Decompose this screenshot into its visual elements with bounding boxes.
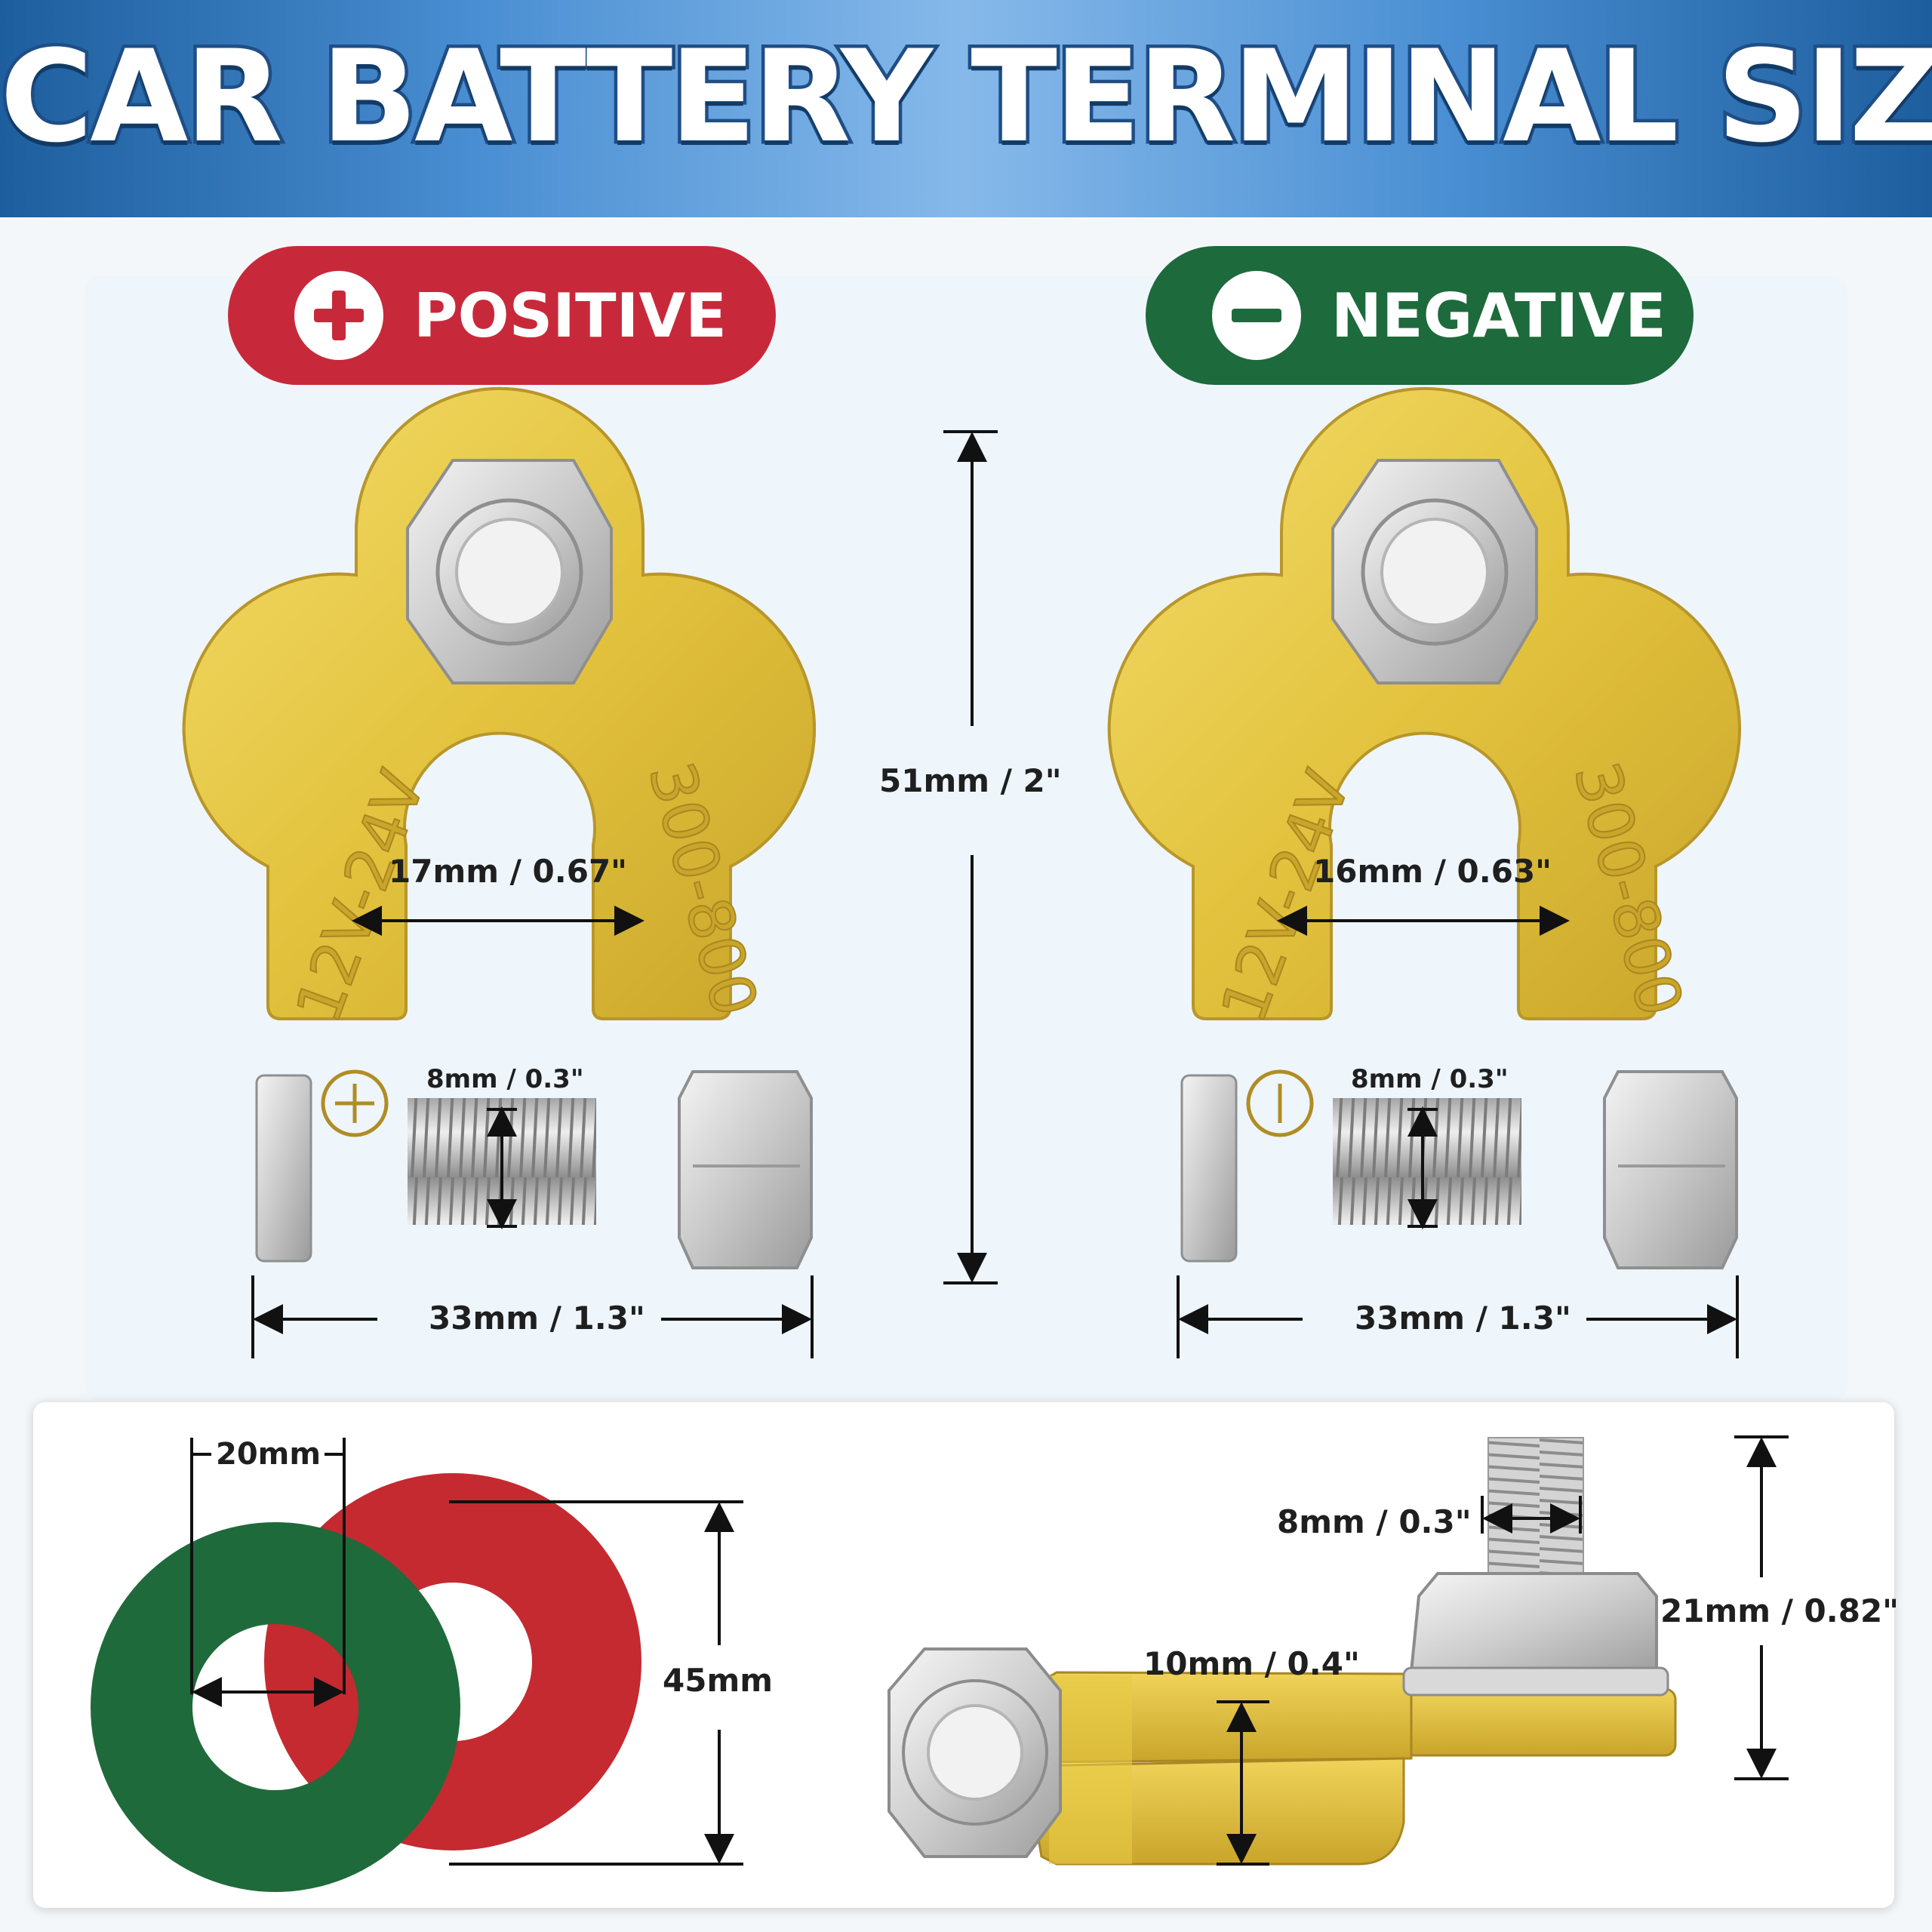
positive-width-label: 33mm / 1.3" xyxy=(429,1300,645,1337)
height-label: 51mm / 2" xyxy=(879,762,1062,799)
green-washer xyxy=(91,1522,460,1892)
negative-bolt-label: 8mm / 0.3" xyxy=(1351,1064,1509,1094)
negative-inner-diameter-label: 16mm / 0.63" xyxy=(1313,853,1552,890)
washer-inner-label: 20mm xyxy=(216,1437,321,1472)
negative-badge: NEGATIVE xyxy=(1146,246,1694,385)
page-title: CAR BATTERY TERMINAL SIZE xyxy=(0,20,1932,174)
negative-badge-label: NEGATIVE xyxy=(1331,280,1666,351)
positive-inner-diameter-label: 17mm / 0.67" xyxy=(389,853,628,890)
positive-terminal: 12V-24V 300-800 xyxy=(182,387,817,1269)
positive-badge: POSITIVE xyxy=(228,246,776,385)
dimension-lines-upper xyxy=(251,430,1739,1358)
minus-icon xyxy=(1212,271,1301,360)
stud-height-label: 21mm / 0.82" xyxy=(1660,1592,1900,1629)
thickness-label: 10mm / 0.4" xyxy=(1143,1645,1360,1682)
stud-diameter-label: 8mm / 0.3" xyxy=(1277,1503,1472,1540)
washers xyxy=(91,1473,641,1892)
dimension-lines-lower xyxy=(190,1435,1789,1866)
positive-badge-label: POSITIVE xyxy=(414,280,727,351)
negative-width-label: 33mm / 1.3" xyxy=(1355,1300,1571,1337)
washer-outer-label: 45mm xyxy=(663,1662,773,1699)
positive-bolt-label: 8mm / 0.3" xyxy=(426,1064,584,1094)
plus-icon xyxy=(294,271,383,360)
title-banner: CAR BATTERY TERMINAL SIZE xyxy=(0,0,1932,217)
negative-terminal: 12V-24V 300-800 xyxy=(1107,387,1742,1269)
side-view-terminal xyxy=(888,1437,1677,1866)
